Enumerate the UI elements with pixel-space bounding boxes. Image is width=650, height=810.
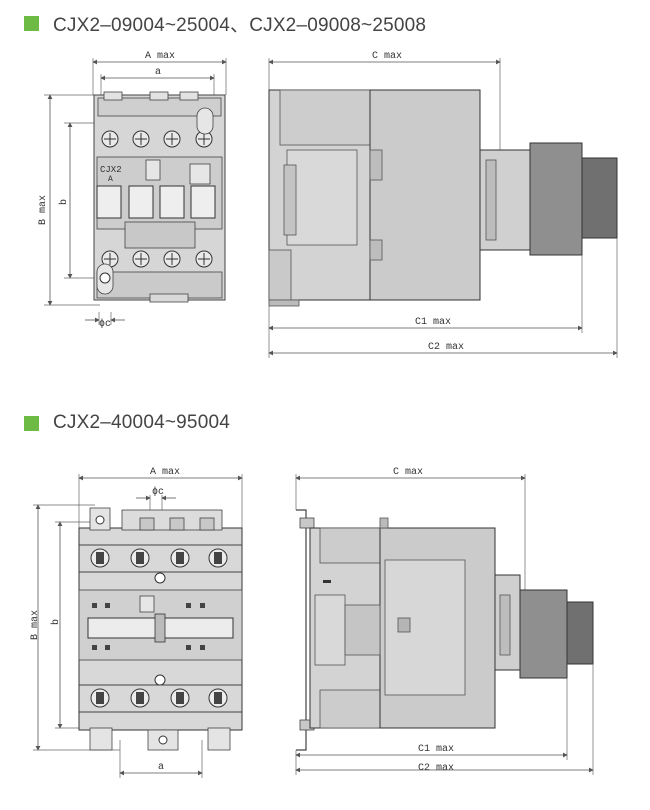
model-label: CJX2	[100, 165, 122, 175]
b-max-label-2: B max	[30, 610, 41, 640]
b-max-label: B max	[38, 195, 49, 225]
front-view-small: A max a B max b CJX2 A	[38, 51, 227, 330]
c-max-label-2: C max	[393, 467, 423, 478]
c2-max-label-2: C2 max	[418, 763, 454, 774]
c1-max-label: C1 max	[415, 317, 451, 328]
green-square-icon	[24, 16, 39, 31]
model-suffix-label: A	[108, 175, 113, 184]
phi-c-label-2: ϕc	[152, 486, 164, 498]
a-label: a	[155, 67, 161, 78]
section2-title: CJX2–40004~95004	[53, 412, 230, 433]
c1-max-label-2: C1 max	[418, 744, 454, 755]
side-view-small: C max C1 max C2 max	[268, 51, 618, 358]
front-view-large: A max ϕc B max b	[30, 467, 243, 778]
green-square-icon	[24, 415, 39, 431]
a-label-2: a	[158, 762, 164, 773]
section2-heading: CJX2–40004~95004	[24, 412, 230, 434]
section1-title: CJX2–09004~25004、CJX2–09008~25008	[53, 15, 427, 36]
phi-c-label: ϕc	[99, 318, 111, 330]
c2-max-label: C2 max	[428, 342, 464, 353]
section1-heading: CJX2–09004~25004、CJX2–09008~25008	[24, 10, 426, 37]
c-max-label: C max	[372, 51, 402, 62]
b-label-2: b	[50, 619, 62, 625]
b-label: b	[58, 199, 70, 205]
a-max-label: A max	[145, 51, 175, 62]
a-max-label-2: A max	[150, 467, 180, 478]
side-view-large: C max C1 max C2 max	[295, 467, 594, 775]
